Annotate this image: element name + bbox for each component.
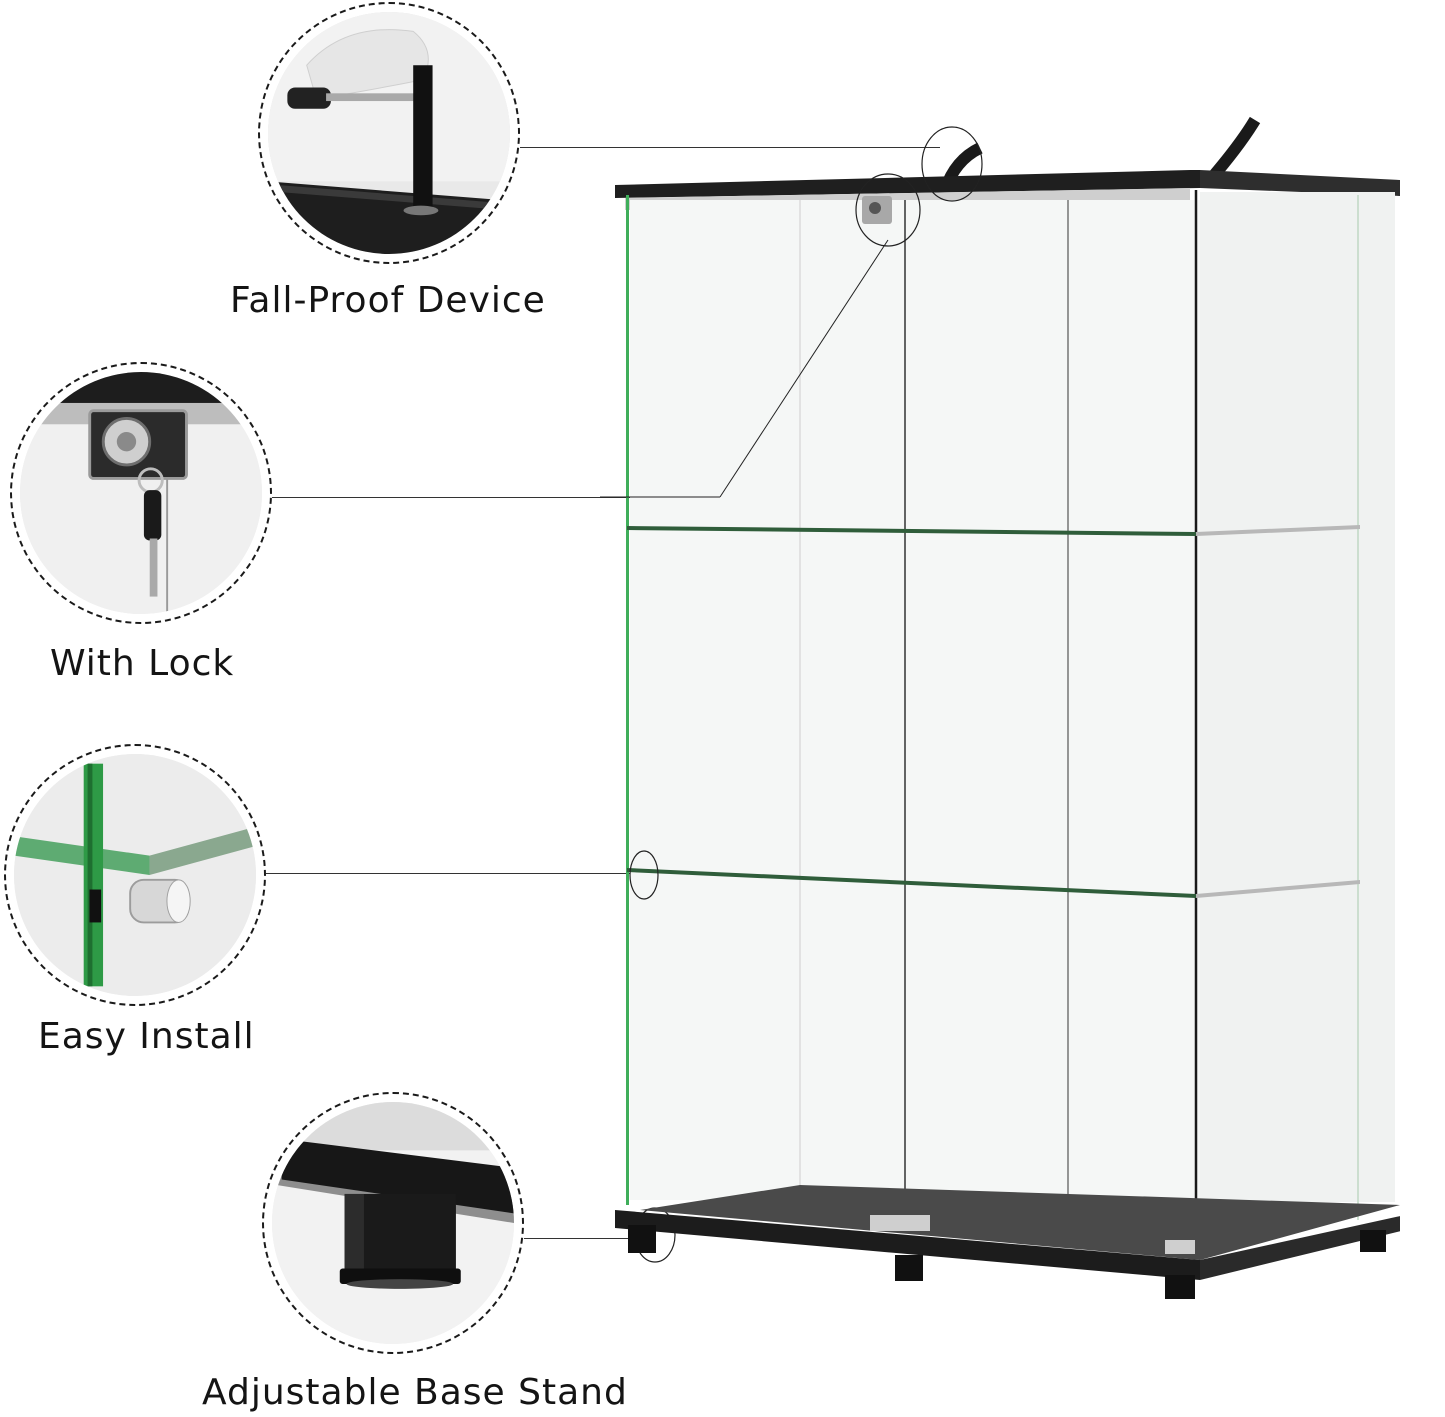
base-label: Adjustable Base Stand xyxy=(202,1372,628,1413)
fall-proof-label: Fall-Proof Device xyxy=(230,280,546,321)
install-leader-line xyxy=(266,873,634,874)
install-detail-circle xyxy=(4,744,266,1006)
lock-leader-line xyxy=(272,497,722,498)
shelf-clip-icon xyxy=(14,754,256,996)
cabinet-drawing xyxy=(600,116,1400,1299)
fall-proof-leader-line xyxy=(520,147,940,148)
install-label: Easy Install xyxy=(38,1016,255,1057)
base-leader-line xyxy=(524,1238,632,1239)
fall-proof-detail-circle xyxy=(258,2,520,264)
base-detail-circle xyxy=(262,1092,524,1354)
lock-key-icon xyxy=(20,372,262,614)
lock-label: With Lock xyxy=(50,643,235,684)
strap-screwdriver-icon xyxy=(268,12,510,254)
adjustable-foot-icon xyxy=(272,1102,514,1344)
glass-display-cabinet-illustration xyxy=(600,100,1400,1300)
lock-detail-circle xyxy=(10,362,272,624)
